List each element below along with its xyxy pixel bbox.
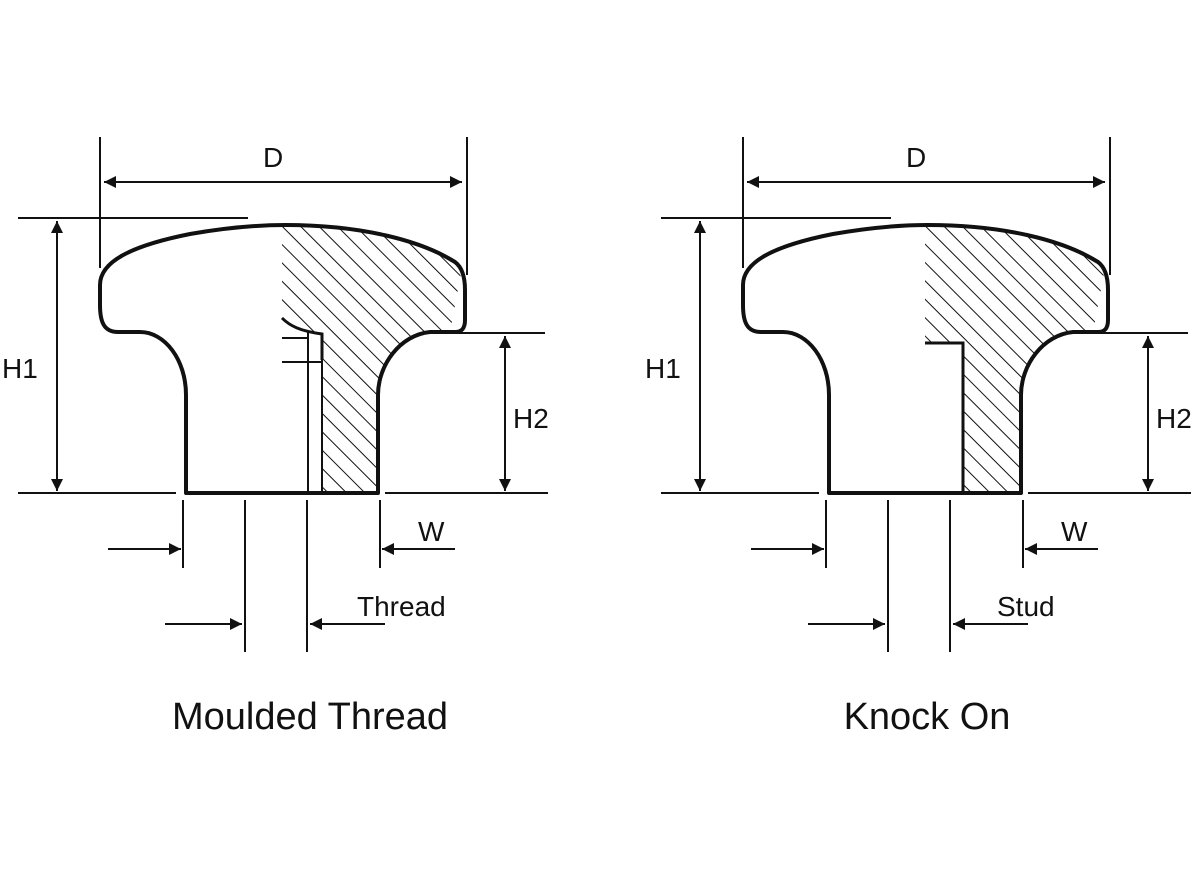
diameter-label: D: [906, 142, 926, 173]
dimension-lines: [18, 137, 548, 652]
dimension-lines: [661, 137, 1191, 652]
bore-edge: [925, 341, 965, 493]
knock-on-diagram: D H1 H2 W Stud Knock On: [645, 137, 1192, 738]
width-label: W: [418, 516, 445, 547]
height1-label: H1: [645, 353, 681, 384]
height1-label: H1: [2, 353, 38, 384]
knob-outline: [98, 223, 467, 495]
thread-label: Thread: [357, 591, 446, 622]
caption-knock-on: Knock On: [844, 696, 1011, 738]
diameter-label: D: [263, 142, 283, 173]
moulded-thread-diagram: D H1 H2 W Thread Moulded Thread: [2, 137, 549, 738]
height2-label: H2: [1156, 403, 1192, 434]
height2-label: H2: [513, 403, 549, 434]
knob-outline: [741, 223, 1110, 495]
knob-cross-section: [98, 223, 467, 495]
knob-cross-section: [741, 223, 1110, 495]
bore-edge: [280, 316, 324, 360]
stud-label: Stud: [997, 591, 1055, 622]
caption-moulded-thread: Moulded Thread: [172, 696, 448, 738]
width-label: W: [1061, 516, 1088, 547]
